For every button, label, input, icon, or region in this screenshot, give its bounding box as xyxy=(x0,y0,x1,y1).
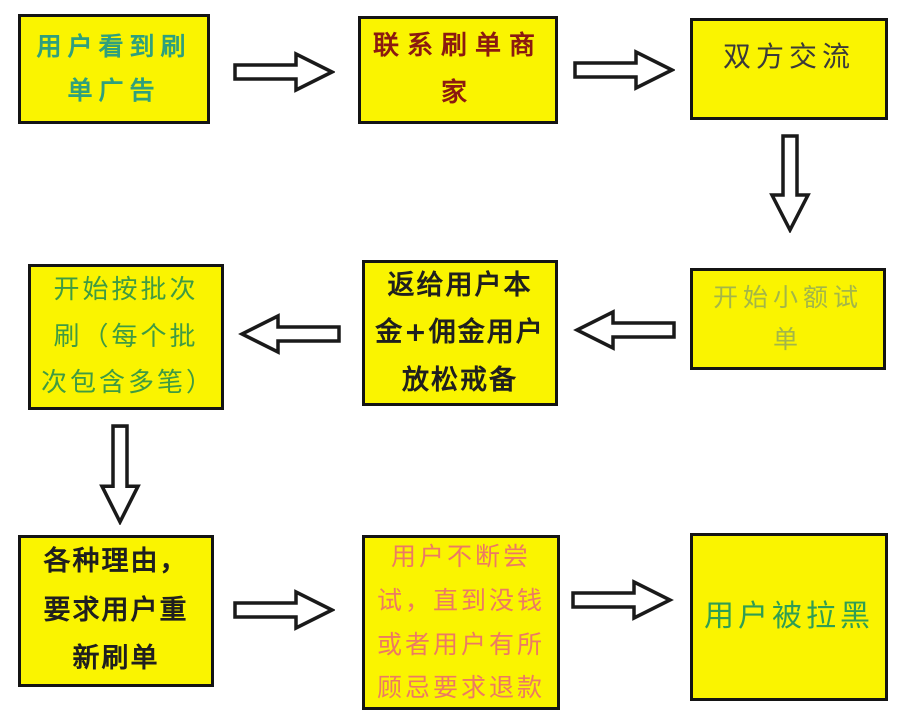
flow-box-see-ad: 用户看到刷单广告 xyxy=(18,14,210,124)
flow-box-blacklisted: 用户被拉黑 xyxy=(690,533,888,701)
flow-box-see-ad-label: 用户看到刷单广告 xyxy=(36,32,192,105)
flow-box-redo-orders: 各种理由，要求用户重新刷单 xyxy=(18,535,214,687)
flow-box-return-principal: 返给用户本金+佣金用户放松戒备 xyxy=(362,260,558,406)
flow-box-small-trial: 开始小额试单 xyxy=(690,268,886,370)
right-arrow-icon xyxy=(232,588,335,632)
flow-box-contact-merchant-label: 联系刷单商家 xyxy=(372,31,543,108)
flow-box-keep-trying-label: 用户不断尝试，直到没钱或者用户有所顾忌要求退款 xyxy=(376,542,545,703)
left-arrow-icon xyxy=(237,312,342,356)
right-arrow-icon xyxy=(232,50,335,94)
flow-box-blacklisted-label: 用户被拉黑 xyxy=(704,599,874,634)
right-arrow-icon xyxy=(570,578,675,622)
right-arrow-icon xyxy=(572,48,675,92)
flow-box-redo-orders-label: 各种理由，要求用户重新刷单 xyxy=(43,546,189,675)
down-arrow-icon xyxy=(768,133,812,233)
flow-box-return-principal-label: 返给用户本金+佣金用户放松戒备 xyxy=(375,270,545,396)
flow-box-contact-merchant: 联系刷单商家 xyxy=(358,16,558,124)
flow-box-small-trial-label: 开始小额试单 xyxy=(712,282,863,355)
flow-box-keep-trying: 用户不断尝试，直到没钱或者用户有所顾忌要求退款 xyxy=(362,535,560,710)
flow-box-communicate: 双方交流 xyxy=(690,18,888,120)
down-arrow-icon xyxy=(98,423,142,525)
flow-box-communicate-label: 双方交流 xyxy=(722,40,855,73)
left-arrow-icon xyxy=(572,308,677,352)
flow-box-batch-orders-label: 开始按批次刷（每个批次包含多笔） xyxy=(41,274,216,399)
flow-box-batch-orders: 开始按批次刷（每个批次包含多笔） xyxy=(28,264,224,410)
